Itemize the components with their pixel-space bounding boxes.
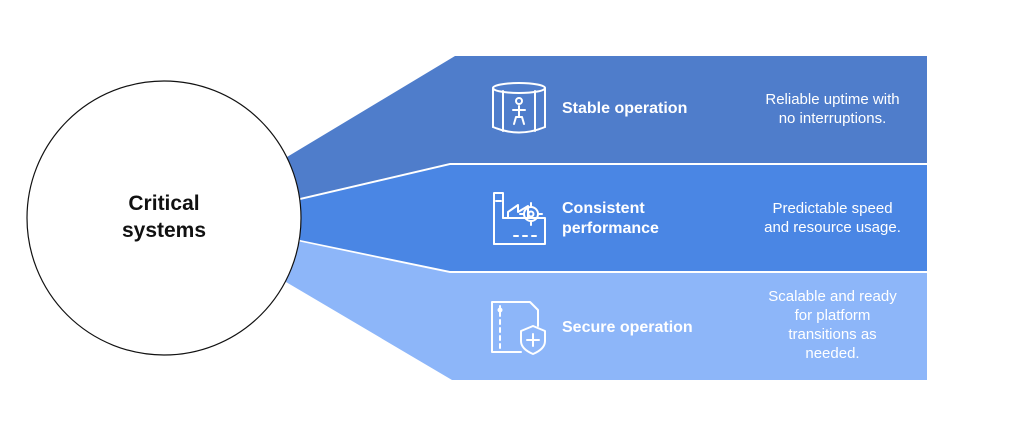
document-shield-icon [491, 301, 546, 355]
row-desc-line: needed. [805, 345, 860, 362]
row-desc-stable-operation: Reliable uptime with no interruptions. [740, 90, 925, 128]
band-consistent-performance [300, 165, 927, 271]
center-title: Critical systems [30, 190, 298, 244]
row-desc-consistent-performance: Predictable speed and resource usage. [740, 199, 925, 237]
center-title-line2: systems [121, 219, 207, 242]
row-title-stable-operation: Stable operation [562, 99, 737, 119]
row-desc-line: Reliable uptime with [765, 91, 900, 108]
row-title-secure-operation: Secure operation [562, 318, 737, 338]
row-title-line2: performance [562, 220, 659, 237]
center-circle [26, 80, 302, 356]
row-desc-line: Scalable and ready [768, 288, 897, 305]
data-center-person-icon [492, 82, 546, 134]
row-title-line1: Secure operation [562, 319, 693, 336]
row-desc-secure-operation: Scalable and ready for platform transiti… [740, 287, 925, 363]
row-desc-line: and resource usage. [764, 219, 901, 236]
row-title-line1: Stable operation [562, 100, 688, 117]
band-stable-operation [287, 56, 927, 198]
row-title-line1: Consistent [562, 200, 645, 217]
center-title-line1: Critical [128, 192, 200, 215]
row-desc-line: for platform [794, 307, 871, 324]
factory-gear-icon [493, 192, 546, 245]
row-desc-line: transitions as [788, 326, 877, 343]
band-secure-operation [286, 241, 927, 380]
row-desc-line: no interruptions. [778, 110, 887, 127]
row-desc-line: Predictable speed [772, 200, 893, 217]
row-title-consistent-performance: Consistent performance [562, 199, 737, 239]
